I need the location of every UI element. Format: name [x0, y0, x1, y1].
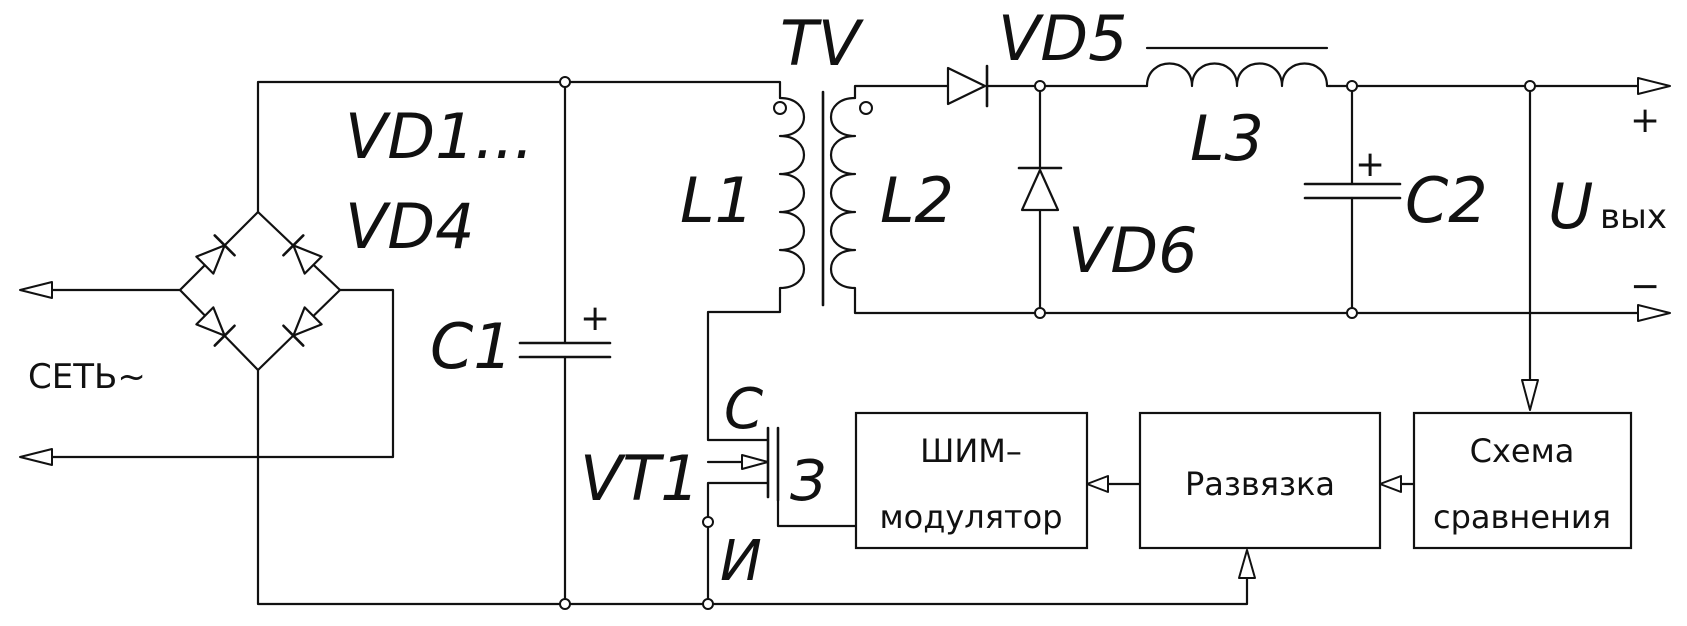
capacitor-c2	[1303, 182, 1402, 200]
compare-label-line1: Схема	[1470, 432, 1575, 470]
compare-label-line2: сравнения	[1433, 498, 1611, 536]
isolation-label: Развязка	[1185, 465, 1335, 503]
label-l3: L3	[1190, 102, 1264, 175]
capacitor-c1	[518, 341, 612, 359]
pwm-modulator-block	[854, 411, 1089, 550]
wires	[30, 80, 1642, 606]
label-plus: +	[1630, 100, 1660, 141]
label-pin-z: З	[790, 449, 826, 514]
label-c1-plus: +	[580, 298, 610, 339]
junction-dots	[559, 76, 1536, 610]
label-vd6: VD6	[1068, 214, 1198, 287]
transformer-tv	[778, 90, 857, 307]
label-vd5: VD5	[998, 2, 1128, 75]
label-u-out-sub: вых	[1600, 197, 1667, 237]
label-vt1: VT1	[580, 442, 700, 515]
label-u-out: U	[1548, 170, 1593, 243]
label-tv: TV	[780, 7, 865, 80]
label-l2: L2	[880, 164, 954, 237]
transistor-vt1	[706, 426, 780, 502]
diode-vd6	[1017, 166, 1063, 212]
ac-input-arrows	[19, 281, 53, 466]
block-arrows	[1086, 379, 1539, 579]
pwm-label-line1: ШИМ–	[920, 432, 1022, 470]
inductor-l3	[1145, 46, 1332, 88]
bridge-rectifier	[178, 210, 342, 372]
label-c2-plus: +	[1355, 144, 1385, 185]
label-l1: L1	[680, 164, 754, 237]
label-vd4: VD4	[345, 190, 475, 263]
label-vd1: VD1...	[345, 100, 534, 173]
label-pin-c: С	[724, 377, 763, 442]
isolation-block	[1138, 411, 1382, 550]
label-minus: −	[1630, 266, 1660, 307]
label-c2: C2	[1405, 164, 1488, 237]
pwm-label-line2: модулятор	[879, 498, 1062, 536]
output-arrows	[1637, 77, 1671, 322]
diode-vd5	[946, 64, 989, 108]
label-network: СЕТЬ~	[28, 357, 146, 397]
label-pin-i: И	[720, 529, 762, 594]
comparator-block	[1412, 411, 1633, 550]
label-c1: C1	[430, 310, 513, 383]
